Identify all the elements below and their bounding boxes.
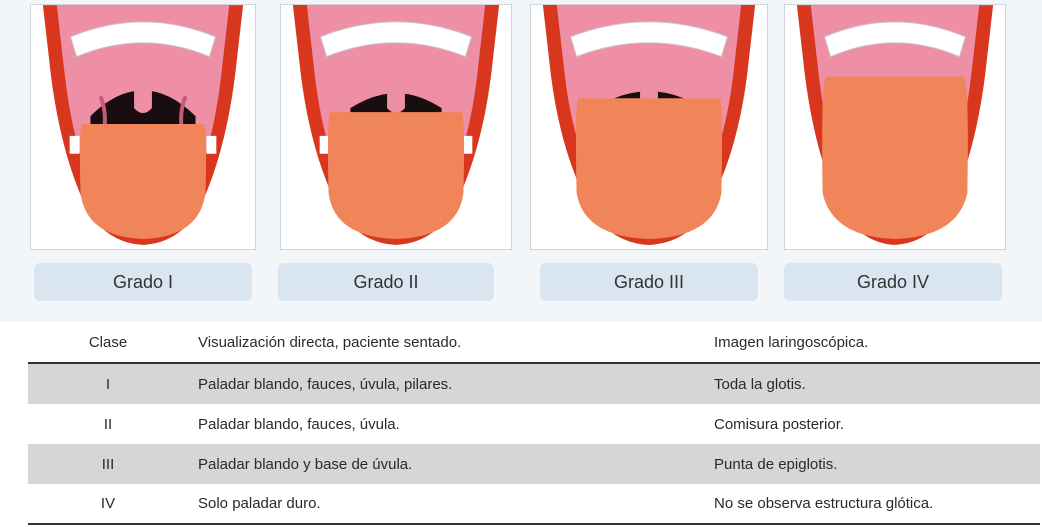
header-imagen: Imagen laringoscópica. [714, 333, 869, 351]
mouth-illustration-grade-2 [280, 4, 512, 250]
row-class: IV [100, 495, 116, 512]
row-class: II [103, 415, 113, 433]
table-row: I Paladar blando, fauces, úvula, pilares… [28, 364, 1040, 404]
row-visualization: Paladar blando, fauces, úvula, pilares. [198, 375, 453, 393]
grade-label-4: Grado IV [784, 263, 1002, 301]
table-row: II Paladar blando, fauces, úvula. Comisu… [28, 404, 1040, 444]
mouth-illustration-grade-4 [784, 4, 1006, 250]
table-header-row: Clase Visualización directa, paciente se… [28, 322, 1040, 364]
row-laryngoscopic: Punta de epiglotis. [714, 455, 838, 473]
grade-label-3: Grado III [540, 263, 758, 301]
row-laryngoscopic: Comisura posterior. [714, 415, 845, 433]
row-visualization: Paladar blando y base de úvula. [198, 455, 413, 473]
row-laryngoscopic: No se observa estructura glótica. [714, 495, 934, 512]
illustration-panel: Grado I Grado II Grado III Grado IV [0, 0, 1042, 322]
row-class: III [101, 455, 115, 473]
classification-table: Clase Visualización directa, paciente se… [28, 322, 1040, 525]
header-clase: Clase [88, 333, 128, 351]
mouth-illustration-grade-3 [530, 4, 768, 250]
grade-label-2: Grado II [278, 263, 494, 301]
table-row: IV Solo paladar duro. No se observa estr… [28, 484, 1040, 525]
header-visualizacion: Visualización directa, paciente sentado. [198, 333, 462, 351]
row-laryngoscopic: Toda la glotis. [714, 375, 806, 393]
table-row: III Paladar blando y base de úvula. Punt… [28, 444, 1040, 484]
row-visualization: Solo paladar duro. [198, 495, 321, 512]
grade-label-1: Grado I [34, 263, 252, 301]
row-class: I [105, 375, 111, 393]
mouth-illustration-grade-1 [30, 4, 256, 250]
row-visualization: Paladar blando, fauces, úvula. [198, 415, 400, 433]
